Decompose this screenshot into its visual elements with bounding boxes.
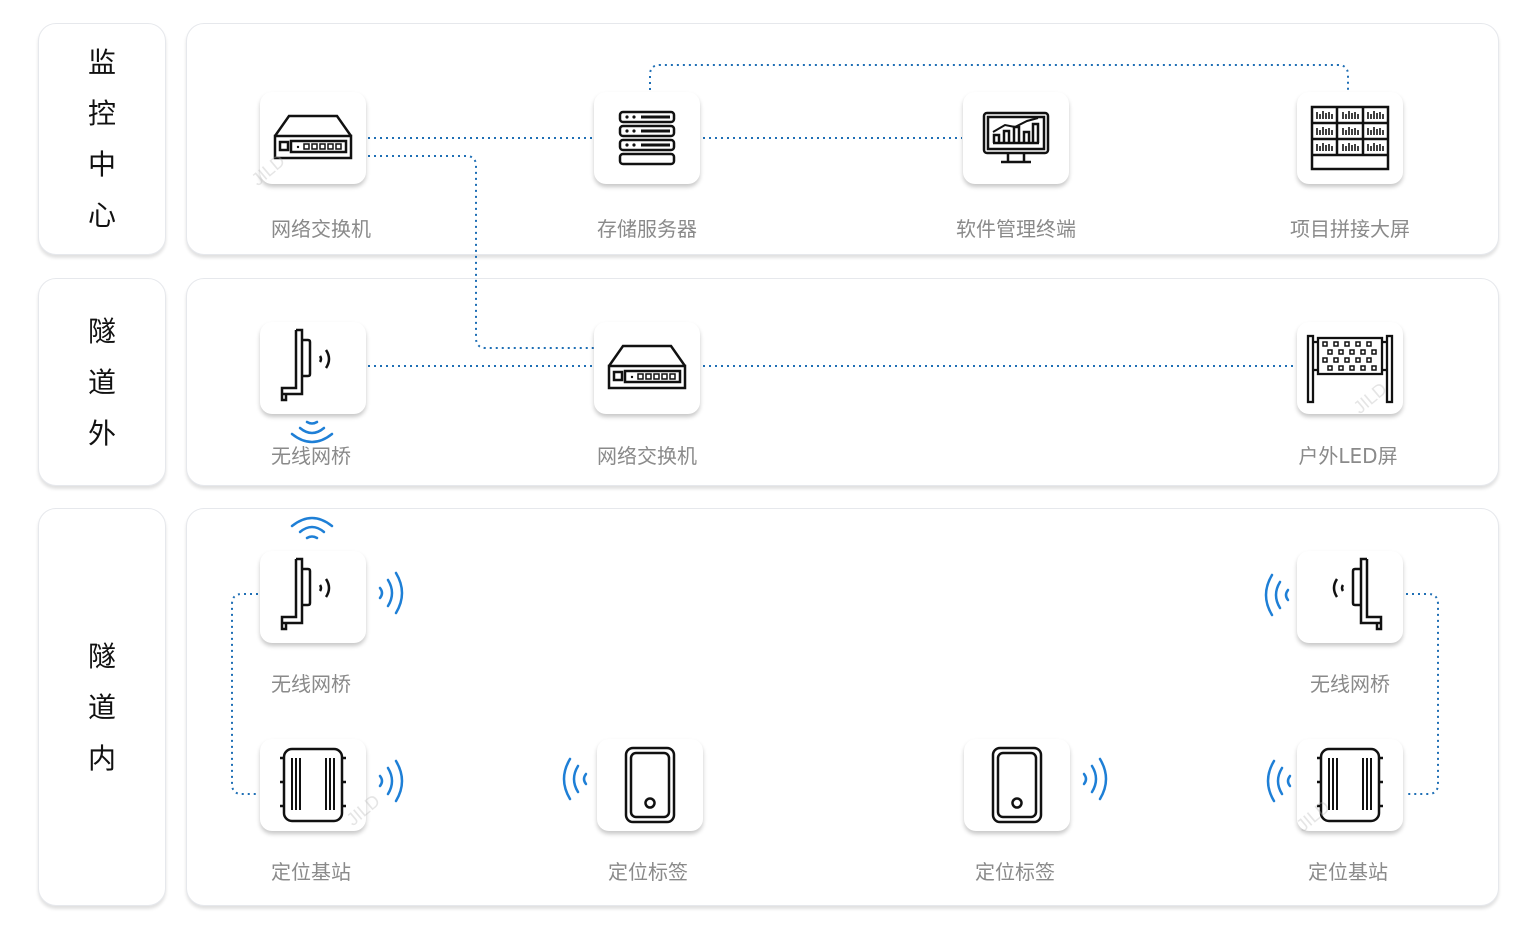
wireless-bridge-icon [280,557,331,631]
row-label-char: 外 [87,416,116,450]
node-label: 定位基站 [271,860,351,884]
signal-wave-left-icon [1266,759,1292,803]
row-label-char: 隧 [87,314,116,348]
node-label: 户外LED屏 [1298,444,1398,468]
signal-wave-right-icon [1082,757,1108,801]
node-label: 项目拼接大屏 [1290,217,1410,241]
node-inside-bridge-right[interactable] [1297,551,1403,643]
network-switch-icon [607,344,687,390]
node-label: 网络交换机 [271,217,371,241]
wifi-wave-icon [290,516,334,540]
base-station-icon [280,747,346,823]
node-base-station-left[interactable] [260,739,366,831]
node-label: 网络交换机 [597,444,697,468]
led-screen-icon [1306,334,1394,404]
wireless-bridge-icon [280,328,331,402]
server-icon [618,110,676,166]
location-tag-icon [624,746,676,824]
row-label-tunnel-inside: 隧 道 内 [38,508,166,906]
node-label: 软件管理终端 [956,217,1076,241]
base-station-icon [1317,747,1383,823]
wifi-wave-down-icon [290,420,334,444]
signal-wave-right-icon [378,571,404,615]
node-center-switch[interactable] [260,92,366,184]
network-switch-icon [273,114,353,160]
node-label: 定位标签 [608,860,688,884]
row-label-char: 心 [87,199,116,232]
signal-wave-left-icon [1264,573,1290,617]
node-tag-left[interactable] [597,739,703,831]
row-label-char: 道 [87,690,116,724]
node-tag-right[interactable] [964,739,1070,831]
node-label: 存储服务器 [597,217,697,241]
panel-tunnel-inside [186,508,1499,906]
video-wall-icon [1310,105,1390,171]
row-label-char: 隧 [87,639,116,673]
node-label: 无线网桥 [271,672,351,696]
row-label-tunnel-outside: 隧 道 外 [38,278,166,486]
node-video-wall[interactable] [1297,92,1403,184]
node-outside-switch[interactable] [594,322,700,414]
node-storage-server[interactable] [594,92,700,184]
node-management-terminal[interactable] [963,92,1069,184]
row-label-monitoring-center: 监 控 中 心 [38,23,166,255]
signal-wave-left-icon [562,757,588,801]
row-label-char: 道 [87,365,116,399]
location-tag-icon [991,746,1043,824]
node-label: 定位标签 [975,860,1055,884]
signal-wave-right-icon [378,759,404,803]
node-inside-bridge-left[interactable] [260,551,366,643]
node-outside-bridge[interactable] [260,322,366,414]
node-label: 无线网桥 [271,444,351,468]
row-label-char: 控 [87,97,116,130]
node-base-station-right[interactable] [1297,739,1403,831]
row-label-char: 内 [87,741,116,775]
wireless-bridge-icon [1332,557,1383,631]
row-label-char: 监 [87,46,116,79]
node-label: 定位基站 [1308,860,1388,884]
node-label: 无线网桥 [1310,672,1390,696]
row-label-char: 中 [87,148,116,181]
node-outdoor-led[interactable] [1297,322,1403,414]
monitor-chart-icon [982,111,1050,164]
